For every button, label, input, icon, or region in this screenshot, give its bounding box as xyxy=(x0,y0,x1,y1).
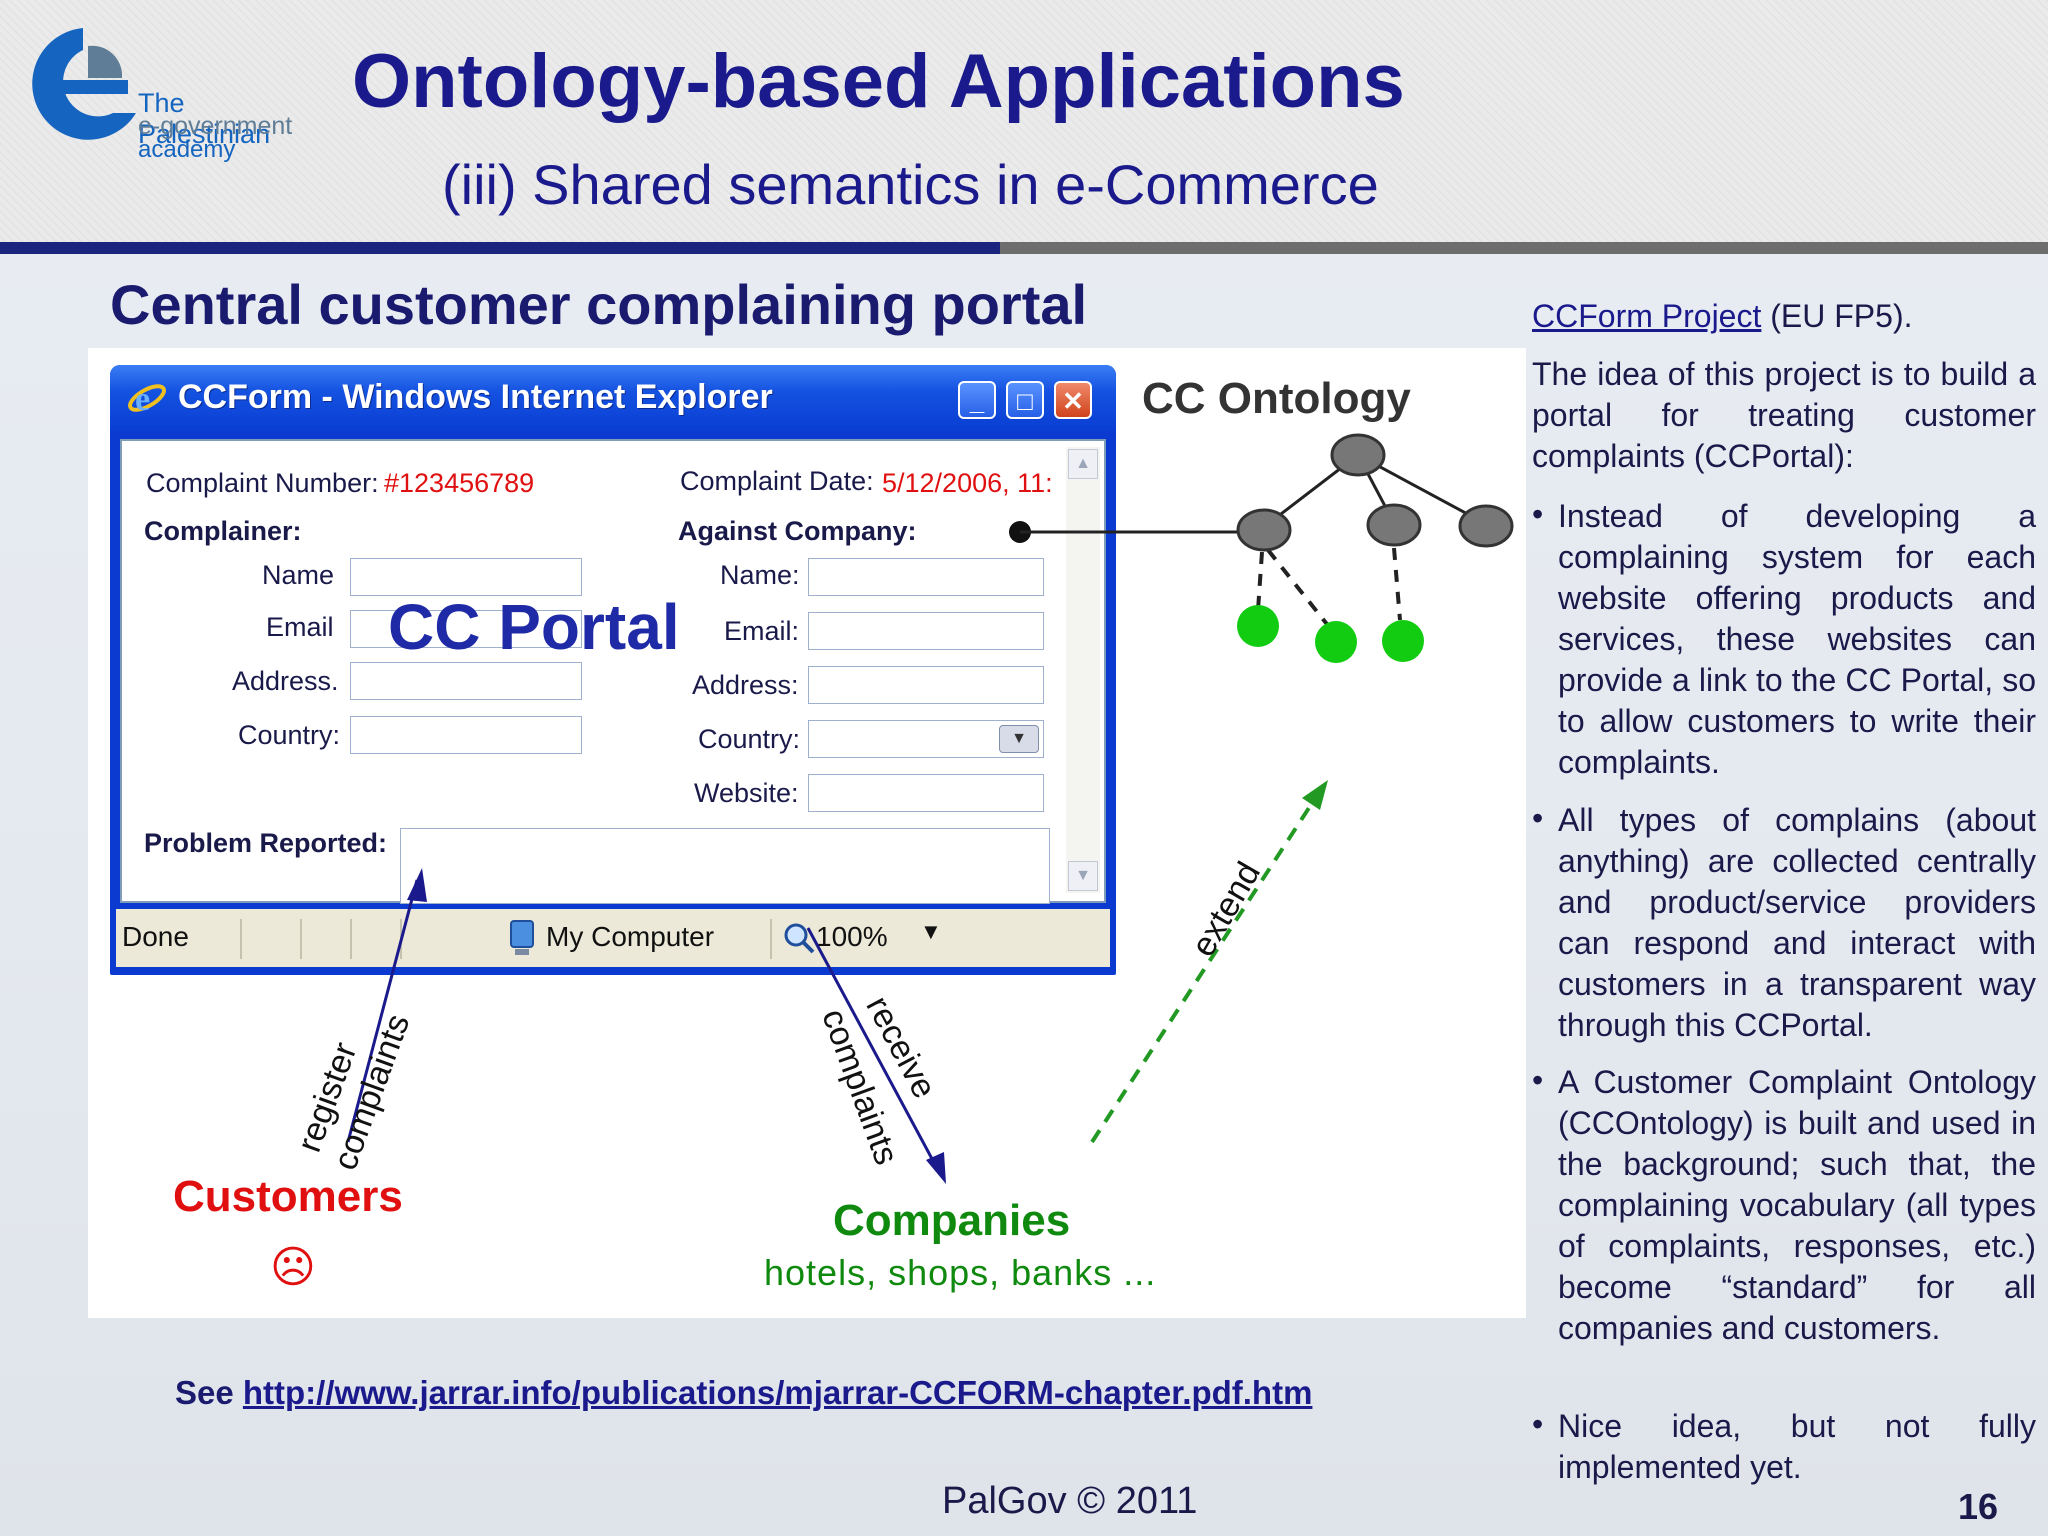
header-rule xyxy=(0,242,1000,254)
complainer-name-label: Name xyxy=(262,560,335,590)
status-text: Done xyxy=(122,921,189,952)
footer-text: PalGov © 2011 xyxy=(942,1480,1198,1522)
companies-examples: hotels, shops, banks ... xyxy=(764,1252,1157,1293)
customers-label: Customers xyxy=(173,1172,403,1221)
maximize-button[interactable]: □ xyxy=(1006,381,1044,419)
chapter-link[interactable]: http://www.jarrar.info/publications/mjar… xyxy=(242,1374,1313,1411)
bullet-dot: • xyxy=(1532,1062,1544,1098)
slide-subtitle: (iii) Shared semantics in e-Commerce xyxy=(442,153,1379,216)
academy-logo: The Palestinian e-government academy xyxy=(18,18,318,168)
vertical-scrollbar[interactable]: ▲ ▼ xyxy=(1066,447,1100,893)
slide-title: Ontology-based Applications xyxy=(352,39,1405,124)
complainer-email-label: Email xyxy=(266,612,334,642)
see-line: See http://www.jarrar.info/publications/… xyxy=(175,1374,1312,1412)
section-heading: Central customer complaining portal xyxy=(110,273,1088,336)
company-name-input[interactable] xyxy=(808,558,1044,596)
company-address-label: Address: xyxy=(692,670,799,700)
complaint-date-value: 5/12/2006, 11: xyxy=(882,468,1053,498)
complaint-number-label: Complaint Number: xyxy=(146,468,379,498)
bullet-dot: • xyxy=(1532,496,1544,532)
sad-face-icon: ☹ xyxy=(270,1243,316,1292)
company-country-select[interactable]: ▼ xyxy=(808,720,1044,758)
logo-line-2: e-government xyxy=(138,112,293,140)
computer-icon xyxy=(510,920,534,955)
ie-titlebar: e CCForm - Windows Internet Explorer _ □… xyxy=(110,365,1116,431)
intro-paragraph: The idea of this project is to build a p… xyxy=(1532,356,2036,474)
bullet-4: Nice idea, but not fully implemented yet… xyxy=(1558,1408,2036,1485)
ccform-project-link[interactable]: CCForm Project xyxy=(1532,298,1762,334)
complainer-country-input[interactable] xyxy=(350,716,582,754)
problem-reported-label: Problem Reported: xyxy=(144,828,388,858)
window-title: CCForm - Windows Internet Explorer xyxy=(178,378,773,416)
project-line: CCForm Project (EU FP5). xyxy=(1532,296,2036,337)
complainer-country-label: Country: xyxy=(238,720,341,750)
status-separator xyxy=(350,919,352,959)
chevron-down-icon[interactable]: ▼ xyxy=(999,725,1039,753)
e-logo-icon xyxy=(32,28,136,140)
company-name-label: Name: xyxy=(720,560,800,590)
complaint-date-label: Complaint Date: xyxy=(680,466,874,496)
complainer-email-input[interactable] xyxy=(350,610,582,648)
company-address-input[interactable] xyxy=(808,666,1044,704)
company-website-input[interactable] xyxy=(808,774,1044,812)
bullet-dot: • xyxy=(1532,1406,1544,1442)
close-button[interactable]: ✕ xyxy=(1054,381,1092,419)
complainer-address-input[interactable] xyxy=(350,662,582,700)
complainer-address-label: Address. xyxy=(232,666,339,696)
bullet-dot: • xyxy=(1532,800,1544,836)
companies-label: Companies xyxy=(833,1196,1071,1245)
company-email-label: Email: xyxy=(724,616,800,646)
project-suffix: (EU FP5). xyxy=(1761,298,1913,334)
header-band xyxy=(0,0,2048,242)
scroll-down-icon[interactable]: ▼ xyxy=(1068,861,1098,891)
ie-logo-icon: e xyxy=(128,381,166,418)
company-website-label: Website: xyxy=(694,778,799,808)
bullet-3: A Customer Complaint Ontology (CCOntolog… xyxy=(1558,1064,2036,1346)
zone-text: My Computer xyxy=(546,921,715,952)
see-prefix: See xyxy=(175,1374,243,1411)
status-separator xyxy=(400,919,402,959)
bullet-2: All types of complains (about anything) … xyxy=(1558,802,2036,1043)
cc-ontology-title: CC Ontology xyxy=(1142,374,1411,423)
against-company-label: Against Company: xyxy=(678,516,917,546)
status-separator xyxy=(770,919,772,959)
header-rule-right xyxy=(1000,242,2048,254)
complainer-name-input[interactable] xyxy=(350,558,582,596)
bullet-1: Instead of developing a complaining syst… xyxy=(1558,498,2036,780)
complainer-label: Complainer: xyxy=(144,516,302,546)
company-country-label: Country: xyxy=(698,724,801,754)
logo-line-3: academy xyxy=(138,136,236,163)
logo-line-1: The Palestinian xyxy=(138,88,271,149)
problem-reported-textarea[interactable] xyxy=(400,828,1050,904)
status-bar: Done My Computer 100% ▼ xyxy=(116,909,1110,967)
minimize-button[interactable]: _ xyxy=(958,381,996,419)
zoom-level[interactable]: 100% xyxy=(816,921,888,952)
page-number: 16 xyxy=(1958,1486,1999,1527)
status-separator xyxy=(240,919,242,959)
company-email-input[interactable] xyxy=(808,612,1044,650)
zoom-icon[interactable] xyxy=(782,921,816,955)
zoom-dropdown-icon[interactable]: ▼ xyxy=(920,919,942,944)
scroll-up-icon[interactable]: ▲ xyxy=(1068,449,1098,479)
svg-text:e: e xyxy=(135,381,150,418)
complaint-number-value: #123456789 xyxy=(384,468,535,498)
cc-portal-label: CC Portal xyxy=(388,591,680,663)
status-separator xyxy=(300,919,302,959)
